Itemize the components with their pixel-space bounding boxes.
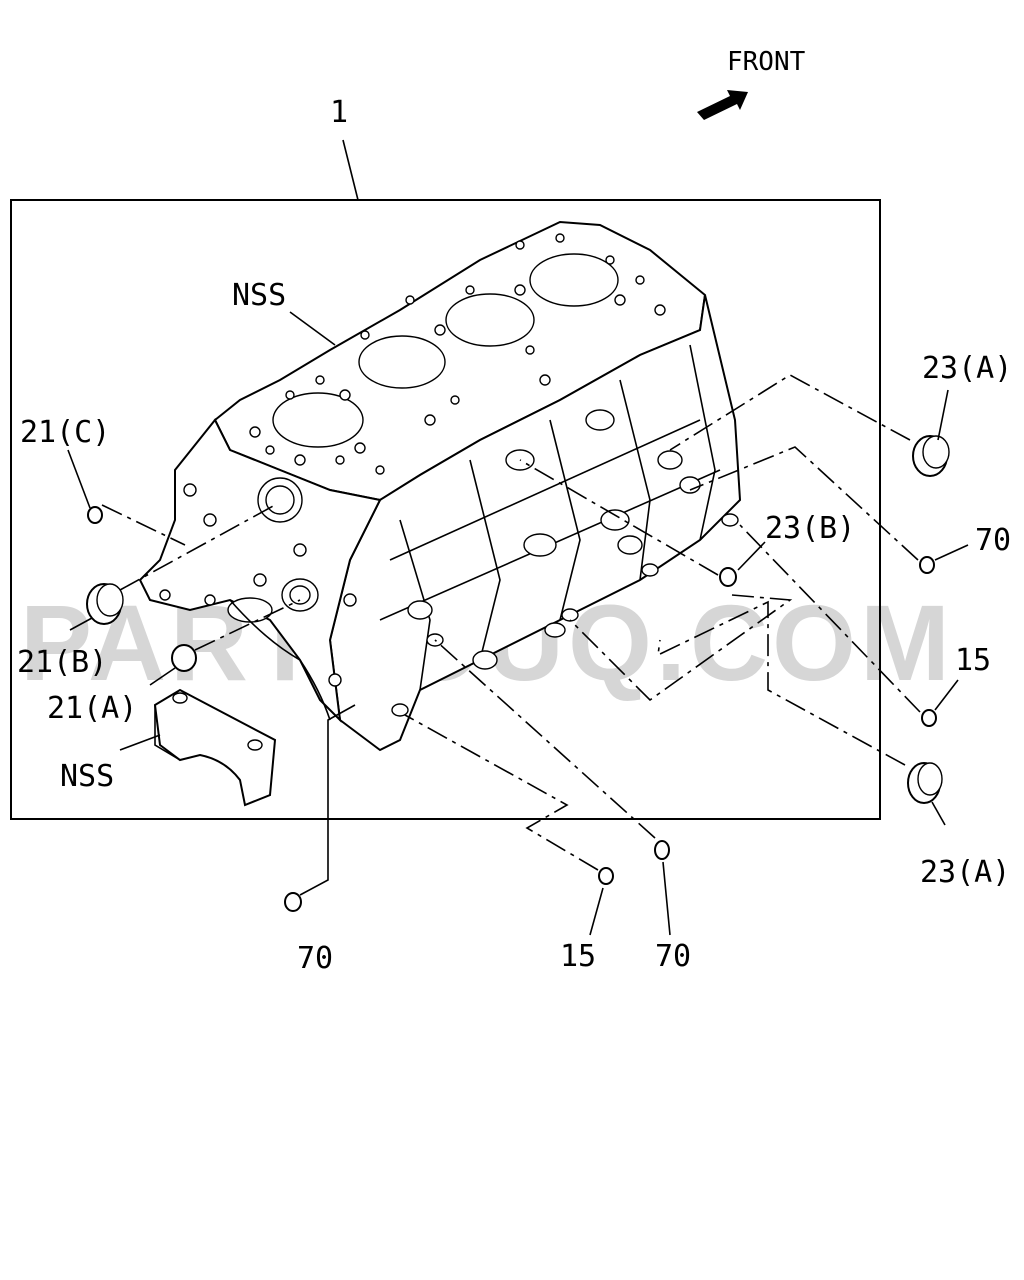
- plug-21c-icon: [87, 506, 103, 524]
- seal-cap-23a-bottom-icon: [907, 762, 943, 804]
- callout-70-bottom-left[interactable]: 70: [297, 941, 333, 976]
- plug-15-right-icon: [921, 709, 937, 727]
- callout-21a[interactable]: 21(A): [47, 691, 137, 726]
- cylinder-block-drawing: [138, 220, 742, 752]
- plug-15-bottom-icon: [598, 867, 614, 885]
- callout-15-bottom[interactable]: 15: [560, 939, 596, 974]
- plug-70-right-icon: [919, 556, 935, 574]
- callout-70-bottom-mid[interactable]: 70: [655, 939, 691, 974]
- seal-cap-21b-icon: [86, 583, 124, 625]
- plug-70-bottom-left-icon: [284, 892, 302, 912]
- callout-15-right[interactable]: 15: [955, 643, 991, 678]
- front-label: FRONT: [727, 47, 806, 77]
- plug-21a-icon: [171, 644, 197, 672]
- callout-23b[interactable]: 23(B): [765, 511, 855, 546]
- callout-23a-bottom[interactable]: 23(A): [920, 855, 1010, 890]
- callout-nss-bottom[interactable]: NSS: [60, 759, 114, 794]
- main-bearing-cap: [153, 688, 277, 807]
- callout-nss-top[interactable]: NSS: [232, 278, 286, 313]
- plug-70-bottom-mid-icon: [654, 840, 670, 860]
- front-arrow-icon: [697, 90, 748, 120]
- assembly-frame: [10, 199, 881, 820]
- callout-21b[interactable]: 21(B): [17, 645, 107, 680]
- plug-23b-icon: [719, 567, 737, 587]
- seal-cap-23a-top-icon: [912, 435, 950, 477]
- callout-23a-top[interactable]: 23(A): [922, 351, 1012, 386]
- callout-1[interactable]: 1: [330, 95, 348, 130]
- callout-21c[interactable]: 21(C): [20, 415, 110, 450]
- callout-70-right[interactable]: 70: [975, 523, 1011, 558]
